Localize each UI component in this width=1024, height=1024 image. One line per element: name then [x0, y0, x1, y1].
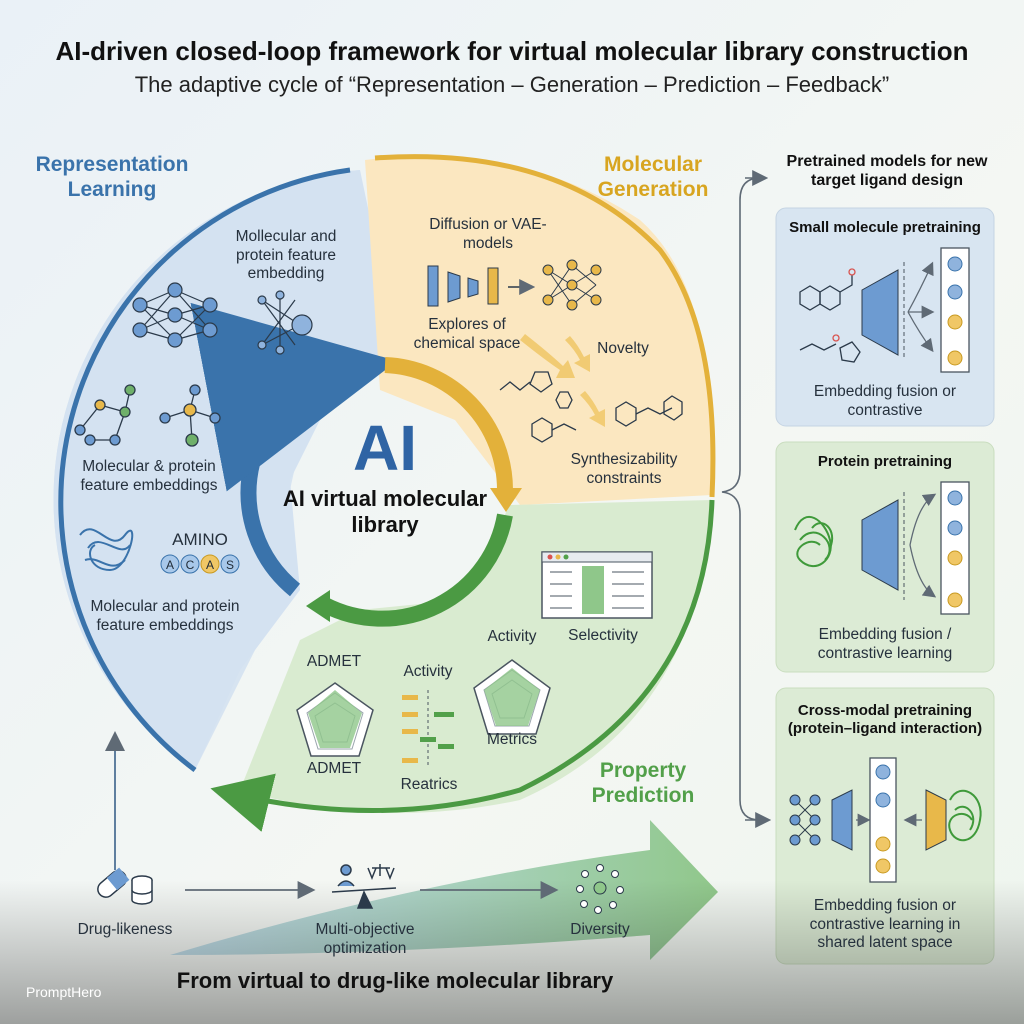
generation-explores-label: Explores of chemical space: [413, 316, 521, 352]
diversity-label: Diversity: [570, 921, 630, 938]
amino-label: AMINO: [172, 530, 228, 549]
representation-label-mid: Molecular & protein feature embeddings: [80, 458, 218, 494]
protein-structure-icon: [79, 528, 134, 572]
representation-arc: [58, 167, 351, 772]
center-library-label: AI virtual molecular library: [282, 486, 488, 538]
inner-arrowhead-green: [306, 590, 330, 622]
selectivity-table-icon: [541, 551, 653, 619]
protein-title: Protein pretraining: [817, 453, 953, 470]
metrics-label: Metrics: [487, 731, 537, 748]
amino-letter-3: A: [206, 558, 214, 572]
database-icon: [131, 875, 153, 905]
molecule-structure-icons: [499, 371, 683, 443]
representation-label-top: Mollecular and protein feature embedding: [235, 228, 337, 283]
protein-caption: Embedding fusion / contrastive learning: [817, 626, 953, 662]
activity-bar-icon: [402, 690, 454, 765]
molecule-graph-icon-1: [74, 384, 136, 446]
center-ai-label: AI: [353, 412, 417, 484]
inner-arc-green: [321, 513, 513, 627]
admet-radar-chart-left: [296, 682, 374, 757]
prediction-heading: Property Prediction: [591, 759, 695, 808]
pill-icon: [97, 867, 130, 898]
generation-sector: [365, 156, 713, 505]
balance-scale-icon: [331, 864, 397, 909]
prediction-arc: [210, 499, 715, 832]
page-subtitle: The adaptive cycle of “Representation – …: [134, 72, 890, 97]
amino-acid-chain-icon: [160, 554, 240, 574]
amino-letter-1: A: [166, 558, 174, 572]
bottom-shade: [0, 880, 1024, 1024]
cross-modal-title: Cross-modal pretraining (protein–ligand …: [787, 702, 983, 737]
small-molecule-caption: Embedding fusion or contrastive: [813, 383, 957, 419]
inner-arc-blue: [190, 303, 398, 597]
representation-label-bottom: Molecular and protein feature embeddings: [90, 598, 240, 634]
generation-synth-label: Synthesizability constraints: [570, 451, 678, 487]
amino-letter-4: S: [226, 558, 234, 572]
protein-target-icon: [948, 789, 982, 842]
activity-label-mid: Activity: [403, 663, 453, 680]
ligand-network-icon: [789, 794, 821, 846]
pretrained-heading: Pretrained models for new target ligand …: [786, 153, 988, 190]
reatrics-label: Reatrics: [400, 776, 458, 793]
cross-modal-fusion-icon: [831, 757, 947, 883]
bottom-caption: From virtual to drug-like molecular libr…: [176, 968, 614, 993]
generation-novelty-label: Novelty: [597, 340, 649, 357]
naphthalene-molecule-icon: [799, 268, 856, 311]
multi-objective-label: Multi-objective optimization: [315, 921, 415, 957]
inner-arc-gold: [384, 357, 514, 491]
right-bracket: [721, 177, 761, 821]
generator-network-icon: [542, 259, 602, 311]
protein-encoder-icon: [861, 481, 970, 615]
representation-heading: Representation Learning: [35, 153, 189, 202]
admet-label-top: ADMET: [306, 653, 362, 670]
admet-label-bottom: ADMET: [306, 760, 362, 777]
drug-likeness-label: Drug-likeness: [77, 921, 173, 938]
cross-modal-caption: Embedding fusion or contrastive learning…: [809, 897, 961, 952]
generation-arc: [374, 154, 716, 498]
neural-network-icon: [132, 282, 218, 348]
small-molecule-title: Small molecule pretraining: [789, 219, 981, 236]
diversity-molecules-icon: [576, 864, 624, 914]
generation-models-label: Diffusion or VAE-models: [429, 216, 547, 252]
molecule-graph-icon-2: [159, 384, 221, 447]
page-title: AI-driven closed-loop framework for virt…: [55, 36, 969, 66]
inner-arrowhead-gold: [490, 488, 522, 512]
generation-heading: Molecular Generation: [597, 153, 709, 202]
exploration-arrows-icon: [520, 334, 605, 427]
encoder-decoder-icon: [427, 265, 499, 307]
watermark: PromptHero: [26, 984, 102, 1000]
selectivity-label: Selectivity: [568, 627, 638, 644]
amino-letter-2: C: [186, 558, 195, 572]
activity-label-right: Activity: [487, 628, 537, 645]
protein-ribbon-icon: [794, 516, 833, 567]
pyrrole-molecule-icon: [799, 334, 861, 363]
graph-network-icon: [257, 290, 313, 355]
small-molecule-encoder-icon: [861, 247, 970, 373]
activity-radar-chart-right: [473, 659, 551, 735]
